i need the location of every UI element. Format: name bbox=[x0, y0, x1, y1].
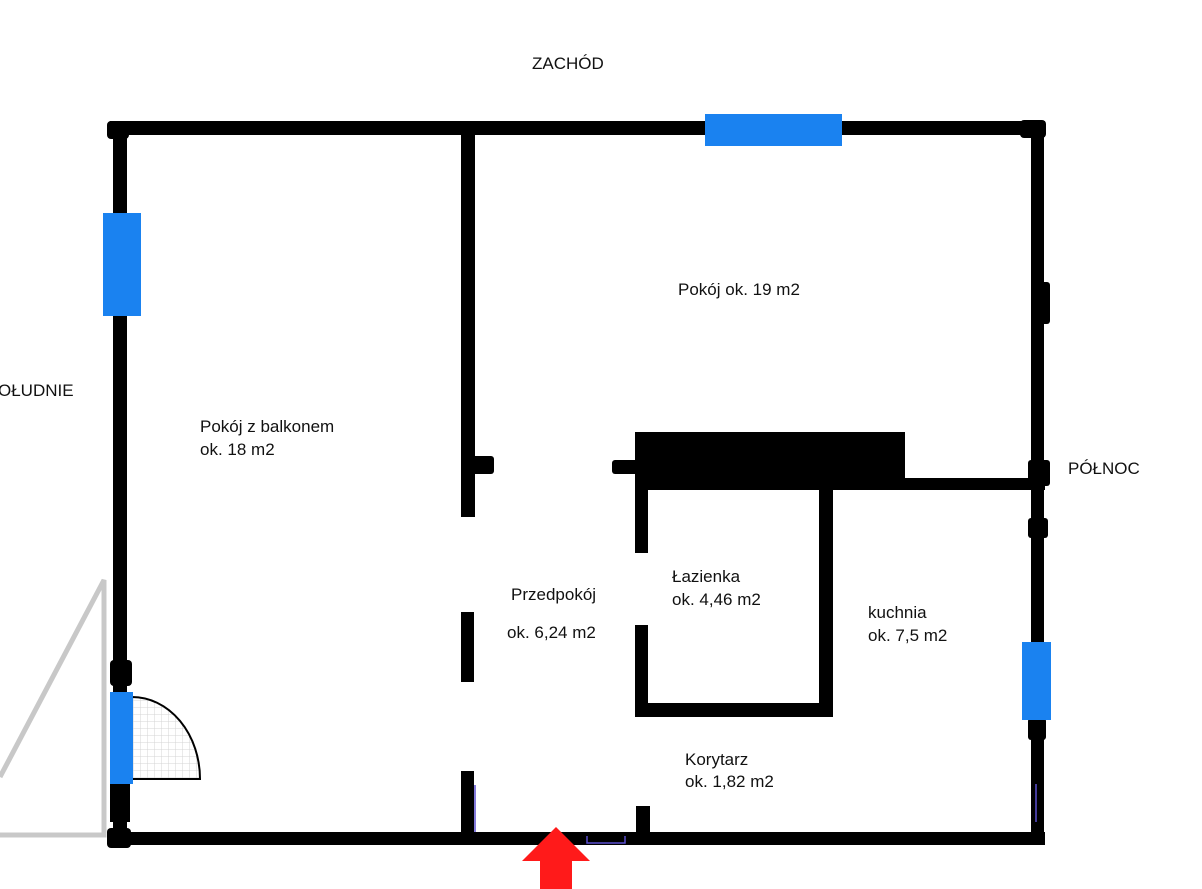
kitchen-area: ok. 7,5 m2 bbox=[868, 626, 948, 645]
room-large-label: Pokój ok. 19 m2 bbox=[678, 280, 800, 299]
compass-south-label: OŁUDNIE bbox=[0, 381, 74, 400]
wall-bathroom-bottom bbox=[635, 703, 833, 717]
bathroom-area: ok. 4,46 m2 bbox=[672, 590, 761, 609]
door-markers bbox=[474, 784, 1037, 844]
wall-bathroom-left-upper bbox=[635, 478, 648, 553]
room-balcony-name: Pokój z balkonem bbox=[200, 417, 335, 436]
wall-bathroom-kitchen-top bbox=[635, 478, 1045, 490]
wall-bottom bbox=[110, 832, 1045, 845]
compass-north-label: PÓŁNOC bbox=[1068, 459, 1140, 478]
compass-west-label: ZACHÓD bbox=[532, 54, 604, 73]
windows bbox=[103, 114, 1051, 784]
ventilation-block bbox=[635, 432, 905, 482]
window-south-upper bbox=[103, 213, 141, 316]
corridor-name: Korytarz bbox=[685, 750, 749, 769]
wall-partition-left-lower bbox=[461, 771, 474, 836]
window-kitchen bbox=[1022, 642, 1051, 720]
wall-partition-left-middle bbox=[461, 612, 474, 682]
wall-bathroom-left-lower bbox=[635, 625, 648, 717]
window-west bbox=[705, 114, 842, 146]
kitchen-name: kuchnia bbox=[868, 603, 927, 622]
corridor-area: ok. 1,82 m2 bbox=[685, 772, 774, 791]
hallway-name: Przedpokój bbox=[511, 585, 597, 604]
window-south-balcony-door bbox=[110, 692, 133, 784]
wall-bathroom-right bbox=[819, 478, 833, 717]
balcony-outline bbox=[0, 578, 107, 838]
wall-partition-left-upper bbox=[461, 135, 475, 517]
entrance-arrow-icon bbox=[522, 827, 590, 889]
wall-top bbox=[110, 121, 1045, 135]
interior-walls bbox=[461, 135, 1045, 836]
bathroom-name: Łazienka bbox=[672, 567, 741, 586]
hallway-area: ok. 6,24 m2 bbox=[507, 623, 596, 642]
room-balcony-area: ok. 18 m2 bbox=[200, 440, 275, 459]
door-swing-icon bbox=[131, 696, 202, 780]
